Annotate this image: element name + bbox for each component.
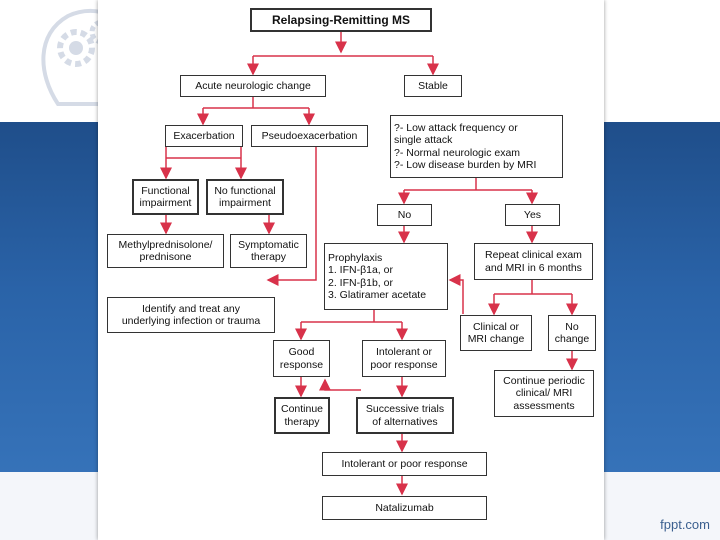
node-no-change: No change — [548, 315, 596, 351]
node-exacerbation: Exacerbation — [165, 125, 243, 147]
node-relapsing-remitting-ms: Relapsing-Remitting MS — [250, 8, 432, 32]
node-no-functional-impairment: No functional impairment — [206, 179, 284, 215]
node-stable: Stable — [404, 75, 462, 97]
node-functional-impairment: Functional impairment — [132, 179, 199, 215]
node-no: No — [377, 204, 432, 226]
node-continue-periodic: Continue periodic clinical/ MRI assessme… — [494, 370, 594, 417]
node-intolerant-or-poor-response: Intolerant or poor response — [362, 340, 446, 377]
node-stable-criteria: ?- Low attack frequency or single attack… — [390, 115, 563, 178]
node-methylprednisolone: Methylprednisolone/ prednisone — [107, 234, 224, 268]
node-prophylaxis: Prophylaxis 1. IFN-β1a, or 2. IFN-β1b, o… — [324, 243, 448, 310]
node-natalizumab: Natalizumab — [322, 496, 487, 520]
node-symptomatic-therapy: Symptomatic therapy — [230, 234, 307, 268]
node-good-response: Good response — [273, 340, 330, 377]
node-yes: Yes — [505, 204, 560, 226]
node-continue-therapy: Continue therapy — [274, 397, 330, 434]
node-repeat-clinical-exam: Repeat clinical exam and MRI in 6 months — [474, 243, 593, 280]
node-identify-and-treat: Identify and treat any underlying infect… — [107, 297, 275, 333]
brand-label: fppt.com — [660, 517, 710, 532]
node-clinical-or-mri-change: Clinical or MRI change — [460, 315, 532, 351]
node-successive-trials: Successive trials of alternatives — [356, 397, 454, 434]
node-intolerant-or-poor-response-2: Intolerant or poor response — [322, 452, 487, 476]
node-pseudoexacerbation: Pseudoexacerbation — [251, 125, 368, 147]
node-acute-neurologic-change: Acute neurologic change — [180, 75, 326, 97]
